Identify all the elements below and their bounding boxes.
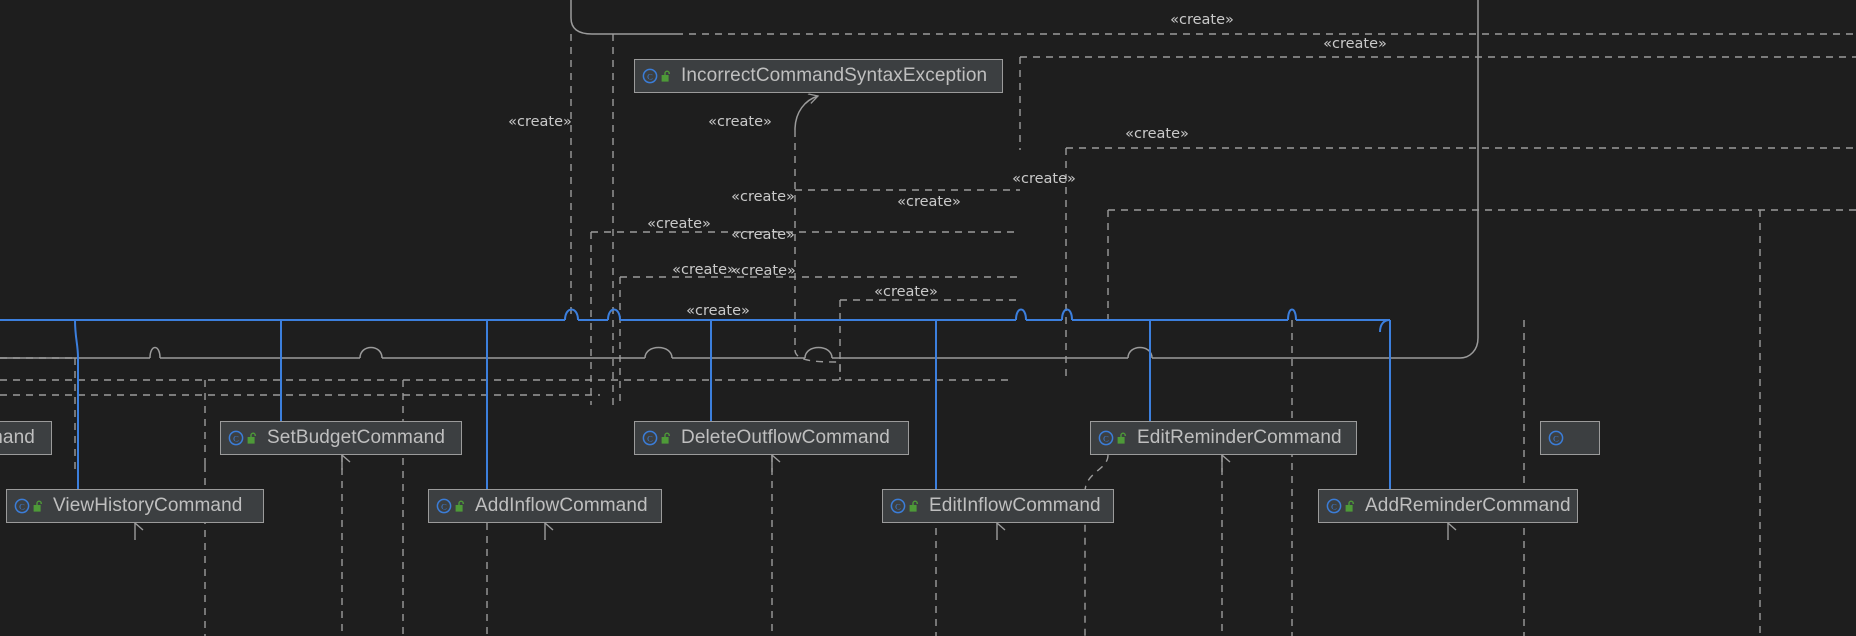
- edge-label-create: «create»: [1323, 36, 1387, 52]
- svg-text:C: C: [647, 71, 653, 81]
- hop-blue-5: [1287, 308, 1297, 321]
- class-node-label: AddInflowCommand: [475, 495, 648, 516]
- hop-solid-1: [359, 346, 383, 359]
- hop-solid-5: [149, 346, 161, 359]
- class-node-editremindercommand[interactable]: C EditReminderCommand: [1090, 421, 1357, 455]
- edge-label-create: «create»: [686, 303, 750, 319]
- edge-label-create: «create»: [672, 262, 736, 278]
- edge-label-create: «create»: [1170, 12, 1234, 28]
- inheritance-arrows: [133, 447, 1457, 540]
- edge-label-create: «create»: [732, 263, 796, 279]
- hop-blue-3: [1015, 308, 1027, 321]
- edge-label-create: «create»: [897, 194, 961, 210]
- hop-blue-1: [564, 308, 579, 321]
- green-open-padlock-icon: [247, 432, 258, 445]
- class-node-label: IncorrectCommandSyntaxException: [681, 65, 988, 86]
- class-circle-c-icon: C: [436, 498, 452, 514]
- svg-text:C: C: [19, 501, 25, 511]
- class-node-label: EditReminderCommand: [1137, 427, 1342, 448]
- class-circle-c-icon: C: [1326, 498, 1342, 514]
- class-circle-c-icon: C: [1098, 430, 1114, 446]
- svg-text:C: C: [233, 433, 239, 443]
- edge-label-create: «create»: [1125, 126, 1189, 142]
- green-open-padlock-icon: [661, 432, 672, 445]
- edge-solid-riser-right: [1459, 0, 1479, 359]
- hop-blue-4: [1061, 308, 1073, 321]
- solid-edges: [0, 0, 1479, 359]
- class-node-viewhistorycommand[interactable]: C ViewHistoryCommand: [6, 489, 264, 523]
- class-circle-c-icon: C: [642, 430, 658, 446]
- class-node-deleteoutflowcommand[interactable]: C DeleteOutflowCommand: [634, 421, 909, 455]
- hop-blue-2: [607, 308, 621, 321]
- svg-text:C: C: [1331, 501, 1337, 511]
- edge-label-create: «create»: [874, 284, 938, 300]
- green-open-padlock-icon: [661, 70, 672, 83]
- class-node-addinflowcommand[interactable]: C AddInflowCommand: [428, 489, 662, 523]
- green-open-padlock-icon: [1345, 500, 1356, 513]
- svg-text:C: C: [647, 433, 653, 443]
- hop-solid-3: [804, 346, 833, 359]
- edge-label-create: «create»: [508, 114, 572, 130]
- class-node-editinflowcommand[interactable]: C EditInflowCommand: [882, 489, 1114, 523]
- green-open-padlock-icon: [909, 500, 920, 513]
- class-node-addremindercommand[interactable]: C AddReminderCommand: [1318, 489, 1578, 523]
- class-node-label: mand: [0, 427, 35, 448]
- hop-solid-4: [1127, 346, 1153, 359]
- edge-label-create: «create»: [731, 189, 795, 205]
- highlighted-edges[interactable]: [0, 308, 1391, 490]
- class-node-label: ViewHistoryCommand: [53, 495, 243, 516]
- class-node-label: AddReminderCommand: [1365, 495, 1571, 516]
- class-node-truncated-left[interactable]: C mand: [0, 421, 52, 455]
- hop-solid-2: [644, 346, 673, 359]
- edge-elbow-editreminder: [1084, 454, 1109, 636]
- edge-label-create: «create»: [1012, 171, 1076, 187]
- edge-label-create: «create»: [731, 227, 795, 243]
- class-node-setbudgetcommand[interactable]: C SetBudgetCommand: [220, 421, 462, 455]
- class-circle-c-icon: C: [228, 430, 244, 446]
- class-node-incorrectcommandsyntaxexception[interactable]: C IncorrectCommandSyntaxException: [634, 59, 1003, 93]
- dashed-create-edges: [0, 33, 1856, 636]
- class-circle-c-icon: C: [14, 498, 30, 514]
- edge-highlight-viewhistory: [74, 319, 79, 489]
- svg-text:C: C: [441, 501, 447, 511]
- edge-curve-topleft: [570, 0, 676, 35]
- class-node-label: DeleteOutflowCommand: [681, 427, 890, 448]
- class-node-label: EditInflowCommand: [929, 495, 1101, 516]
- svg-text:C: C: [1103, 433, 1109, 443]
- green-open-padlock-icon: [455, 500, 466, 513]
- svg-text:C: C: [895, 501, 901, 511]
- green-open-padlock-icon: [33, 500, 44, 513]
- svg-text:C: C: [1553, 433, 1559, 443]
- edge-into-exception: [794, 96, 818, 131]
- class-circle-c-icon: C: [642, 68, 658, 84]
- green-open-padlock-icon: [1117, 432, 1128, 445]
- edge-label-create: «create»: [647, 216, 711, 232]
- class-circle-c-icon: C: [890, 498, 906, 514]
- class-node-truncated-right[interactable]: C: [1540, 421, 1600, 455]
- edge-label-create: «create»: [708, 114, 772, 130]
- class-circle-c-icon: C: [1548, 430, 1564, 446]
- class-node-label: SetBudgetCommand: [267, 427, 445, 448]
- edge-elbow-mid: [794, 349, 841, 380]
- edge-highlight-corner: [1379, 319, 1391, 333]
